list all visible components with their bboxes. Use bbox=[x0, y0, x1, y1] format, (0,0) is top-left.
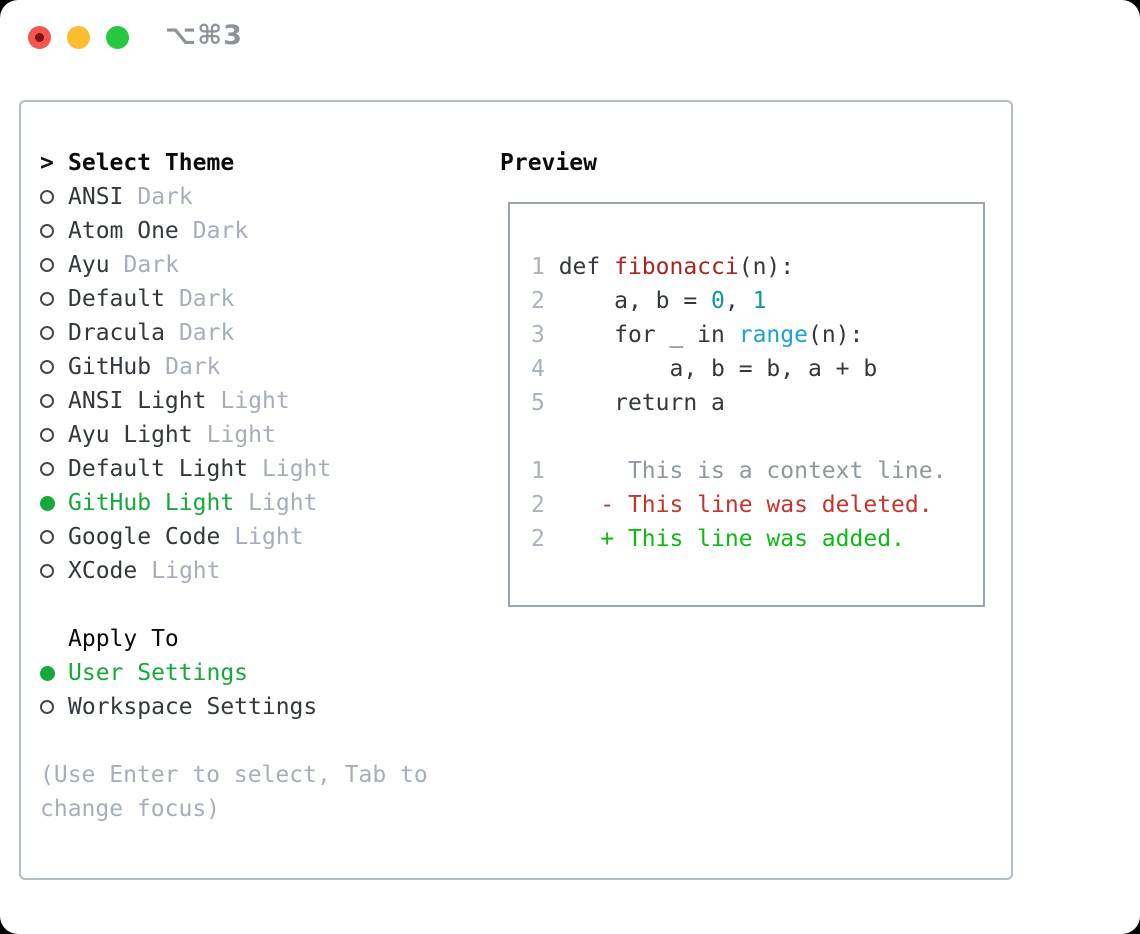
radio-icon bbox=[40, 258, 68, 272]
window-title: ⌥⌘3 bbox=[165, 20, 243, 51]
radio-icon bbox=[40, 224, 68, 238]
radio-icon bbox=[40, 190, 68, 204]
line-number: 2 bbox=[531, 492, 559, 518]
theme-variant-tag: Light bbox=[220, 388, 290, 414]
theme-variant-tag: Light bbox=[262, 456, 332, 482]
radio-icon bbox=[40, 326, 68, 340]
theme-item[interactable]: Ayu Dark bbox=[40, 248, 428, 282]
theme-item[interactable]: Atom One Dark bbox=[40, 214, 428, 248]
preview-diff-deleted-line: 2 - This line was deleted. bbox=[531, 492, 933, 518]
apply-to-item-selected[interactable]: User Settings bbox=[40, 656, 428, 690]
spacer bbox=[40, 588, 428, 622]
theme-item[interactable]: Dracula Dark bbox=[40, 316, 428, 350]
theme-item[interactable]: Google Code Light bbox=[40, 520, 428, 554]
radio-icon bbox=[40, 700, 68, 714]
theme-variant-tag: Dark bbox=[178, 286, 235, 312]
spacer bbox=[40, 724, 428, 758]
theme-item-label: Default bbox=[68, 286, 165, 312]
theme-variant-tag: Dark bbox=[165, 354, 221, 380]
traffic-lights bbox=[28, 26, 129, 49]
apply-to-item-label: User Settings bbox=[68, 660, 249, 686]
theme-item[interactable]: ANSI Light Light bbox=[40, 384, 428, 418]
theme-item[interactable]: GitHub Dark bbox=[40, 350, 428, 384]
theme-variant-tag: Light bbox=[206, 422, 276, 448]
theme-item[interactable]: Default Dark bbox=[40, 282, 428, 316]
theme-item[interactable]: ANSI Dark bbox=[40, 180, 428, 214]
theme-variant-tag: Light bbox=[151, 558, 221, 584]
theme-variant-tag: Dark bbox=[192, 218, 249, 244]
radio-icon bbox=[40, 394, 68, 408]
apply-to-item-label: Workspace Settings bbox=[68, 694, 318, 720]
preview-blank-line bbox=[531, 420, 983, 454]
line-number: 2 bbox=[531, 288, 559, 314]
theme-item[interactable]: Ayu Light Light bbox=[40, 418, 428, 452]
theme-item[interactable]: XCode Light bbox=[40, 554, 428, 588]
theme-variant-tag: Dark bbox=[123, 252, 179, 278]
theme-item-label: Ayu Light bbox=[68, 422, 193, 448]
line-number: 5 bbox=[531, 390, 559, 416]
theme-item-label: GitHub bbox=[68, 354, 152, 380]
preview-code-line: 5 return a bbox=[531, 390, 725, 416]
radio-icon bbox=[40, 292, 68, 306]
radio-selected-icon bbox=[40, 665, 68, 681]
theme-item-label: XCode bbox=[68, 558, 138, 584]
preview-box: 1 def fibonacci(n): 2 a, b = 0, 1 3 for _ … bbox=[508, 202, 985, 607]
apply-to-item[interactable]: Workspace Settings bbox=[40, 690, 428, 724]
apply-to-header: Apply To bbox=[68, 626, 179, 652]
theme-variant-tag: Light bbox=[234, 524, 304, 550]
preview-diff-added-line: 2 + This line was added. bbox=[531, 526, 905, 552]
radio-icon bbox=[40, 428, 68, 442]
line-number: 4 bbox=[531, 356, 559, 382]
theme-menu-header: Select Theme bbox=[68, 150, 235, 176]
preview-code-line: 3 for _ in range(n): bbox=[531, 322, 864, 348]
line-number: 3 bbox=[531, 322, 559, 348]
theme-item-selected[interactable]: GitHub Light Light bbox=[40, 486, 428, 520]
theme-item-label: Dracula bbox=[68, 320, 165, 346]
theme-item-label: Default Light bbox=[68, 456, 249, 482]
hint-text-line-1: (Use Enter to select, Tab to bbox=[40, 762, 428, 788]
minimize-button[interactable] bbox=[67, 26, 90, 49]
theme-item-label: Google Code bbox=[68, 524, 221, 550]
close-indicator-dot bbox=[35, 33, 44, 42]
preview-code-line: 2 a, b = 0, 1 bbox=[531, 288, 767, 314]
preview-code-line: 4 a, b = b, a + b bbox=[531, 356, 878, 382]
theme-item[interactable]: Default Light Light bbox=[40, 452, 428, 486]
theme-variant-tag: Light bbox=[248, 490, 318, 516]
preview-diff-context-line: 1 This is a context line. bbox=[531, 458, 947, 484]
radio-icon bbox=[40, 564, 68, 578]
theme-variant-tag: Dark bbox=[137, 184, 193, 210]
preview-header: Preview bbox=[500, 150, 597, 176]
theme-item-label: Ayu bbox=[68, 252, 110, 278]
theme-item-label: ANSI Light bbox=[68, 388, 207, 414]
line-number: 2 bbox=[531, 526, 559, 552]
line-number: 1 bbox=[531, 254, 559, 280]
theme-menu-header-row: > Select Theme bbox=[40, 146, 428, 180]
line-number bbox=[531, 424, 559, 450]
radio-icon bbox=[40, 360, 68, 374]
focus-caret-icon: > bbox=[40, 150, 54, 176]
hint-text-line-2: change focus) bbox=[40, 796, 221, 822]
apply-to-header-row: Apply To bbox=[40, 622, 428, 656]
theme-item-label: Atom One bbox=[68, 218, 179, 244]
zoom-button[interactable] bbox=[106, 26, 129, 49]
line-number: 1 bbox=[531, 458, 559, 484]
theme-item-label: GitHub Light bbox=[68, 490, 235, 516]
close-button[interactable] bbox=[28, 26, 51, 49]
theme-item-label: ANSI bbox=[68, 184, 124, 210]
preview-code-line: 1 def fibonacci(n): bbox=[531, 254, 795, 280]
radio-selected-icon bbox=[40, 495, 68, 511]
radio-icon bbox=[40, 530, 68, 544]
theme-variant-tag: Dark bbox=[178, 320, 235, 346]
radio-icon bbox=[40, 462, 68, 476]
